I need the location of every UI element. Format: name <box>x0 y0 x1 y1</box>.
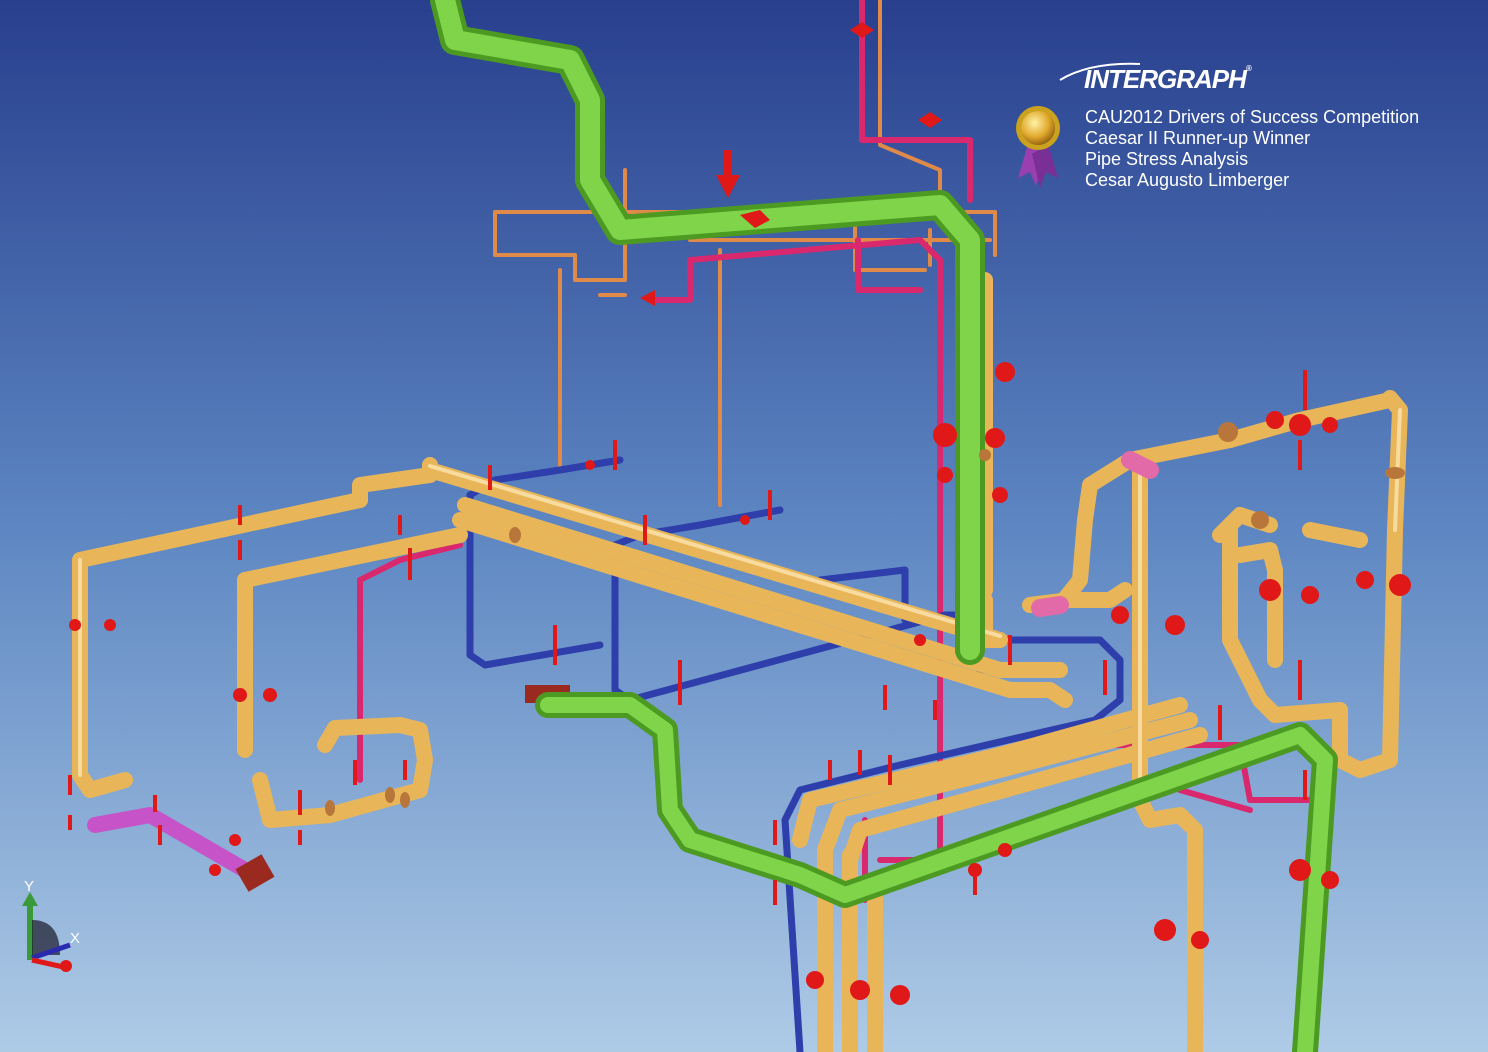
medal-icon <box>1016 106 1060 188</box>
violet-pipes <box>87 451 1159 878</box>
flanges <box>325 422 1405 816</box>
equipment-nozzle-left <box>235 854 275 892</box>
intergraph-logo: INTERGRAPH® <box>1084 64 1252 95</box>
award-line-winner: Caesar II Runner-up Winner <box>1085 128 1311 148</box>
axis-y-label: Y <box>24 878 35 895</box>
axis-x-label: X <box>70 930 81 947</box>
restraint-markers <box>68 22 1411 1005</box>
logo-name: INTERGRAPH <box>1084 64 1247 94</box>
award-line-competition: CAU2012 Drivers of Success Competition <box>1085 107 1420 127</box>
award-caption: CAU2012 Drivers of Success Competition C… <box>1085 107 1419 191</box>
intergraph-logo-icon <box>1059 62 1141 81</box>
axis-triad-icon <box>22 892 72 972</box>
award-line-author: Cesar Augusto Limberger <box>1085 170 1290 190</box>
award-line-category: Pipe Stress Analysis <box>1085 149 1249 169</box>
green-pipe <box>430 0 1338 1052</box>
logo-registered-mark: ® <box>1245 64 1252 73</box>
